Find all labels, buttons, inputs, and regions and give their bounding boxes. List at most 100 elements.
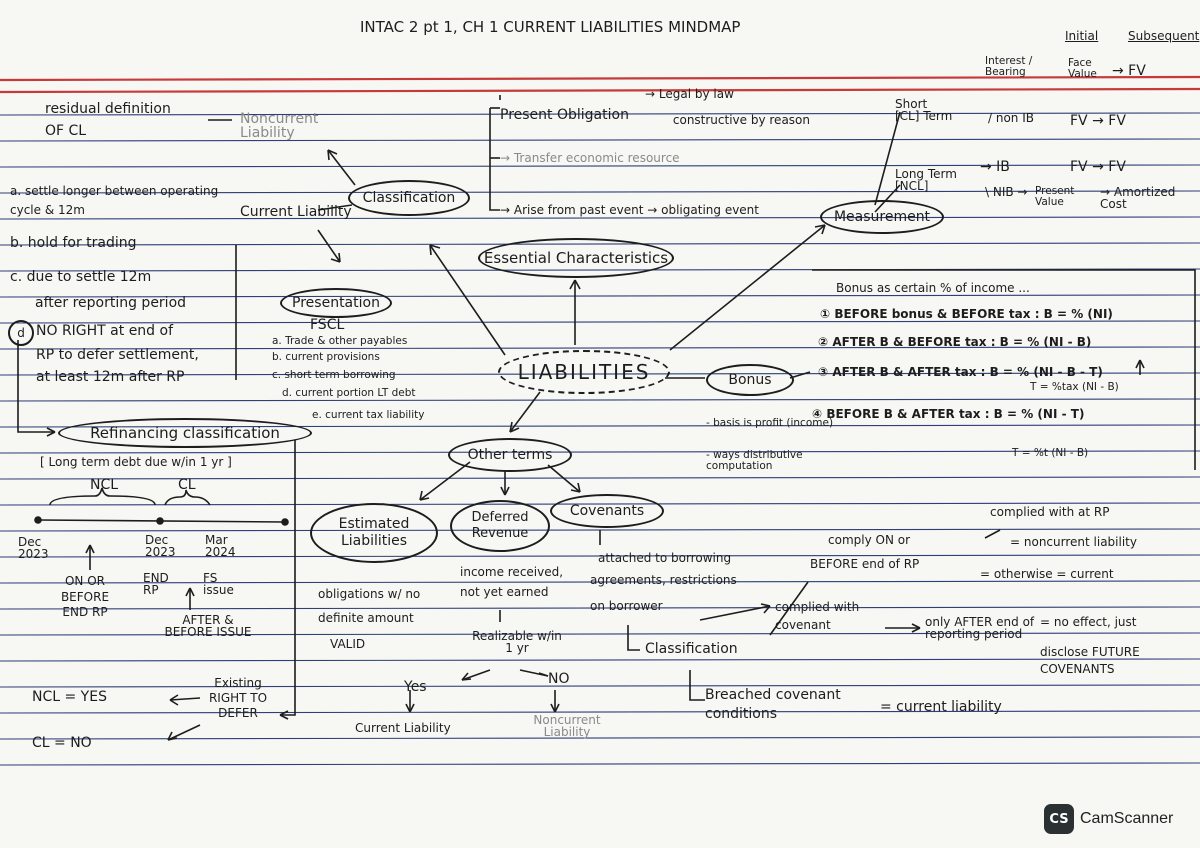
- bonus-tax-3: T = %tax (NI - B): [1030, 381, 1119, 393]
- classification-criterion-c1: c. due to settle 12m: [10, 269, 152, 285]
- classification-criterion-d1: NO RIGHT at end of: [36, 323, 174, 339]
- estimated-liabilities-node: Estimated Liabilities: [310, 503, 438, 563]
- presentation-item-c: c. short term borrowing: [272, 369, 396, 381]
- present-obligation-label: Present Obligation: [500, 107, 629, 123]
- nib-label: \ NIB →: [985, 185, 1028, 199]
- presentation-item-a: a. Trade & other payables: [272, 335, 408, 347]
- estimated-desc-1: obligations w/ no: [318, 587, 421, 601]
- classification-criterion-d3: at least 12m after RP: [36, 369, 185, 385]
- current-liability-label: Current Liability: [240, 204, 352, 220]
- non-ib-label: / non IB: [988, 111, 1034, 125]
- bonus-ways: - ways distributive computation: [706, 449, 803, 472]
- only-after-end-rp: only AFTER end of reporting period: [925, 615, 1035, 641]
- on-before-end-rp: ON OR BEFORE END RP: [60, 574, 110, 620]
- realizable-no: NO: [548, 671, 570, 687]
- presentation-item-b: b. current provisions: [272, 351, 380, 363]
- realizable-within-1yr: Realizable w/in 1 yr: [472, 629, 562, 655]
- camscanner-watermark: CS CamScanner: [1044, 804, 1173, 834]
- face-value-label: Face Value: [1068, 57, 1097, 80]
- fv-to-fv-2: FV → FV: [1070, 159, 1126, 175]
- legal-by-law: → Legal by law: [645, 87, 734, 101]
- no-effect: = no effect, just: [1040, 615, 1137, 629]
- deferred-desc-1: income received,: [460, 565, 564, 579]
- bonus-tax-4: T = %t (NI - B): [1012, 447, 1089, 459]
- classification-criterion-d2: RP to defer settlement,: [36, 347, 199, 363]
- complied-at-rp: complied with at RP: [990, 505, 1110, 519]
- breached-current-liability: = current liability: [880, 699, 1002, 715]
- bonus-intro: Bonus as certain % of income ...: [836, 281, 1030, 295]
- bonus-formula-1: ① BEFORE bonus & BEFORE tax : B = % (NI): [820, 307, 1113, 321]
- liabilities-center-node: LIABILITIES: [498, 350, 670, 394]
- page-title: INTAC 2 pt 1, CH 1 CURRENT LIABILITIES M…: [360, 18, 741, 36]
- noncurrent-liability-label: Noncurrent Liability: [240, 111, 319, 141]
- classification-criterion-a: a. settle longer between operating cycle…: [10, 184, 219, 217]
- comply-on-before-1: comply ON or: [828, 533, 911, 547]
- ncl-label: NCL: [90, 477, 119, 493]
- arise-from-past-event: → Arise from past event → obligating eve…: [500, 203, 759, 217]
- fv-arrow-1: → FV: [1112, 63, 1146, 79]
- complied-with-covenant: complied with covenant: [775, 600, 860, 632]
- bonus-basis: - basis is profit (income): [706, 417, 834, 429]
- short-term-label: Short [CL] Term: [895, 97, 953, 123]
- disclose-future-covenants: disclose FUTURE COVENANTS: [1040, 645, 1140, 677]
- deferred-noncurrent-liability: Noncurrent Liability: [533, 713, 601, 739]
- essential-characteristics-node: Essential Characteristics: [478, 238, 674, 278]
- long-term-label: Long Term [NCL]: [895, 167, 957, 193]
- transfer-economic-resource: → Transfer economic resource: [500, 151, 680, 165]
- timeline-date-1: Dec 2023: [18, 535, 49, 561]
- cl-label: CL: [178, 477, 196, 493]
- presentation-acronym: FSCL: [310, 317, 345, 333]
- other-terms-node: Other terms: [448, 438, 572, 472]
- classification-node: Classification: [348, 180, 470, 216]
- fs-issue-label: FS issue: [203, 571, 234, 597]
- cl-no-result: CL = NO: [32, 735, 92, 751]
- present-value-label: Present Value: [1035, 185, 1075, 208]
- end-rp-label: END RP: [143, 571, 169, 597]
- timeline-date-2: Dec 2023: [145, 533, 176, 559]
- bonus-formula-3: ③ AFTER B & AFTER tax : B = % (NI - B - …: [818, 365, 1103, 379]
- realizable-yes: Yes: [404, 679, 427, 695]
- presentation-node: Presentation: [280, 288, 392, 318]
- deferred-revenue-node: Deferred Revenue: [450, 500, 550, 552]
- breached-covenant: Breached covenant conditions: [705, 687, 841, 722]
- deferred-current-liability: Current Liability: [355, 721, 451, 735]
- estimated-desc-2: definite amount: [318, 611, 414, 625]
- covenants-node: Covenants: [550, 494, 664, 528]
- comply-on-before-2: BEFORE end of RP: [810, 557, 920, 571]
- timeline-date-3: Mar 2024: [205, 533, 236, 559]
- criterion-d-circle: d: [8, 320, 34, 346]
- bonus-formula-4: ④ BEFORE B & AFTER tax : B = % (NI - T): [812, 407, 1085, 421]
- residual-definition-line2: OF CL: [45, 123, 87, 139]
- existing-right-to-defer: Existing RIGHT TO DEFER: [208, 676, 268, 720]
- classification-criterion-b: b. hold for trading: [10, 235, 137, 251]
- after-before-issue-label: AFTER & BEFORE ISSUE: [164, 613, 252, 639]
- fv-to-fv-1: FV → FV: [1070, 113, 1126, 129]
- deferred-desc-2: not yet earned: [460, 585, 549, 599]
- presentation-item-d: d. current portion LT debt: [282, 387, 416, 399]
- connector-arrows: [17, 95, 1196, 741]
- complied-noncurrent: = noncurrent liability: [1010, 535, 1137, 549]
- covenants-desc-3: on borrower: [590, 599, 663, 613]
- interest-bearing-label: Interest / Bearing: [985, 55, 1033, 78]
- refinancing-node: Refinancing classification: [58, 418, 312, 448]
- covenants-desc-2: agreements, restrictions: [590, 573, 737, 587]
- initial-header: Initial: [1065, 29, 1099, 43]
- ib-long-label: → IB: [980, 159, 1010, 175]
- estimated-valid: VALID: [330, 637, 366, 651]
- measurement-node: Measurement: [820, 200, 944, 234]
- presentation-item-e: e. current tax liability: [312, 409, 425, 421]
- red-margin-lines: [0, 75, 1200, 94]
- residual-definition-line1: residual definition: [45, 101, 171, 117]
- classification-criterion-c2: after reporting period: [35, 295, 187, 311]
- bonus-formula-2: ② AFTER B & BEFORE tax : B = % (NI - B): [818, 335, 1092, 349]
- otherwise-current: = otherwise = current: [980, 567, 1114, 581]
- amortized-cost-label: → Amortized Cost: [1100, 185, 1176, 211]
- refinancing-subtitle: [ Long term debt due w/in 1 yr ]: [40, 455, 232, 469]
- bonus-node: Bonus: [706, 364, 794, 396]
- covenants-desc-1: attached to borrowing: [598, 551, 732, 565]
- camscanner-logo-icon: CS: [1044, 804, 1074, 834]
- camscanner-name: CamScanner: [1080, 810, 1174, 827]
- ncl-yes-result: NCL = YES: [32, 689, 107, 705]
- subsequent-header: Subsequent: [1128, 29, 1200, 43]
- covenants-classification: Classification: [645, 641, 738, 657]
